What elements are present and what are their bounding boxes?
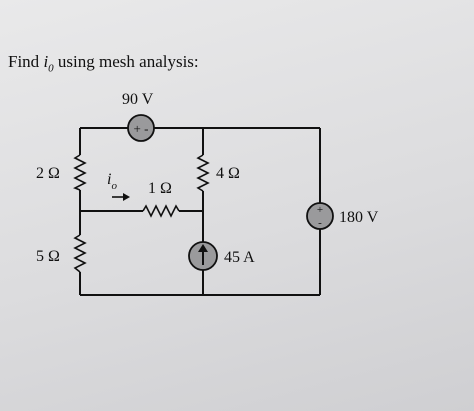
label-45a: 45 A [224,249,255,266]
source-180v-plus: + [317,204,323,216]
current-arrow-io [112,193,130,201]
current-source-45a [188,241,218,271]
resistor-4ohm [196,154,210,192]
prompt-suffix: using mesh analysis: [53,52,199,71]
label-90v: 90 V [122,91,154,108]
label-4ohm: 4 Ω [216,165,240,182]
prompt-prefix: Find [8,52,44,71]
label-180v: 180 V [339,209,379,226]
label-io: io [107,171,117,192]
label-2ohm: 2 Ω [36,165,60,182]
prompt-variable: i0 [43,52,54,75]
source-90v-polarity: + - [134,121,149,136]
resistor-2ohm [73,154,87,191]
problem-prompt: Find i0 using mesh analysis: [8,52,199,74]
voltage-source-90v: + - [127,114,155,142]
circuit-wires [79,127,321,296]
source-180v-minus: - [318,217,322,229]
voltage-source-180v: + - [306,202,334,230]
label-5ohm: 5 Ω [36,248,60,265]
label-1ohm: 1 Ω [148,180,172,197]
resistor-5ohm [73,234,87,273]
resistor-1ohm [142,204,180,218]
